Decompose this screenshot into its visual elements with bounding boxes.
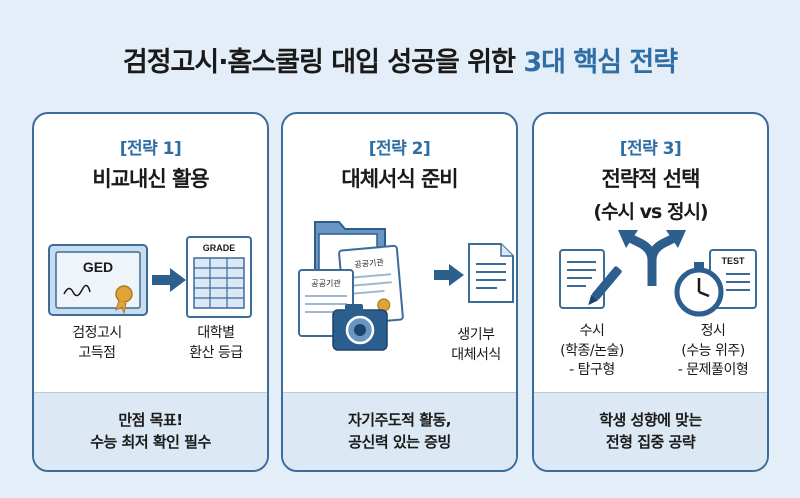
documents-stack-icon: 공공기관 공공기관 [298, 221, 404, 351]
card-3-subtitle: (수시 vs 정시) [593, 201, 708, 223]
fork-arrow-icon [618, 230, 686, 286]
label-line: 환산 등급 [189, 344, 243, 361]
card-3-tag: [전략 3] [619, 139, 682, 159]
card-1-label-left: 검정고시 고득점 [38, 324, 156, 363]
card-2-tag: [전략 2] [368, 139, 431, 159]
card-1-title: 비교내신 활용 [92, 167, 209, 191]
card-1-tag: [전략 1] [119, 139, 182, 159]
arrow-right-icon [152, 268, 186, 292]
strategy-card-1: [전략 1] 비교내신 활용 GED GRADE 검정고시 고득점 대학별 환산… [32, 112, 269, 472]
card-3-footer: 학생 성향에 맞는 전형 집중 공략 [534, 392, 767, 470]
card-2-footer: 자기주도적 활동, 공신력 있는 증빙 [283, 392, 516, 470]
arrow-right-icon [434, 264, 464, 286]
card-3-header: [전략 3] 전략적 선택 (수시 vs 정시) [534, 134, 767, 224]
doc-label-a: 공공기관 [311, 278, 341, 288]
label-line: 정시 [700, 323, 726, 339]
label-line: (학종/논술) [560, 342, 624, 359]
label-line: 생기부 [457, 327, 495, 343]
essay-pen-icon [559, 249, 622, 309]
card-3-label-right: 정시 (수능 위주) - 문제풀이형 [658, 322, 767, 381]
strategy-card-3: [전략 3] 전략적 선택 (수시 vs 정시) TEST [532, 112, 769, 472]
label-line: (수능 위주) [681, 342, 745, 359]
pen-icon [588, 266, 622, 306]
page-title: 검정고시·홈스쿨링 대입 성공을 위한 3대 핵심 전략 [0, 40, 800, 79]
card-2-label-right: 생기부 대체서식 [433, 326, 516, 365]
footer-line: 공신력 있는 증빙 [348, 432, 451, 451]
card-2-header: [전략 2] 대체서식 준비 [283, 134, 516, 193]
card-1-header: [전략 1] 비교내신 활용 [34, 134, 267, 193]
grade-sheet-icon: GRADE [186, 236, 252, 318]
card-1-label-right: 대학별 환산 등급 [164, 324, 267, 363]
doc-label-b: 공공기관 [354, 257, 385, 270]
title-main: 검정고시·홈스쿨링 대입 성공을 위한 [122, 47, 516, 78]
label-line: 대학별 [197, 325, 235, 341]
test-stopwatch-icon: TEST [674, 249, 757, 317]
label-line: - 문제풀이형 [677, 362, 749, 379]
card-1-footer: 만점 목표! 수능 최저 확인 필수 [34, 392, 267, 470]
label-line: 대체서식 [451, 346, 501, 363]
certificate-icon: GED [48, 244, 148, 316]
footer-line: 자기주도적 활동, [347, 410, 452, 429]
test-text: TEST [721, 256, 745, 266]
card-3-title: 전략적 선택 [601, 167, 701, 191]
label-line: 검정고시 [72, 325, 122, 341]
card-3-label-left: 수시 (학종/논술) - 탐구형 [542, 322, 642, 381]
footer-line: 수능 최저 확인 필수 [90, 432, 211, 451]
footer-line: 만점 목표! [118, 410, 183, 429]
camera-icon [332, 304, 388, 351]
record-document-icon [468, 243, 514, 303]
footer-line: 학생 성향에 맞는 [599, 410, 702, 429]
label-line: 고득점 [78, 344, 116, 361]
grade-text: GRADE [203, 243, 236, 253]
footer-line: 전형 집중 공략 [605, 432, 696, 451]
title-highlight: 3대 핵심 전략 [523, 47, 678, 78]
ged-text: GED [83, 259, 113, 275]
card-2-title: 대체서식 준비 [341, 167, 458, 191]
label-line: 수시 [579, 323, 605, 339]
label-line: - 탐구형 [569, 362, 615, 379]
stopwatch-icon [674, 262, 724, 317]
strategy-card-2: [전략 2] 대체서식 준비 공공기관 공공기관 [281, 112, 518, 472]
